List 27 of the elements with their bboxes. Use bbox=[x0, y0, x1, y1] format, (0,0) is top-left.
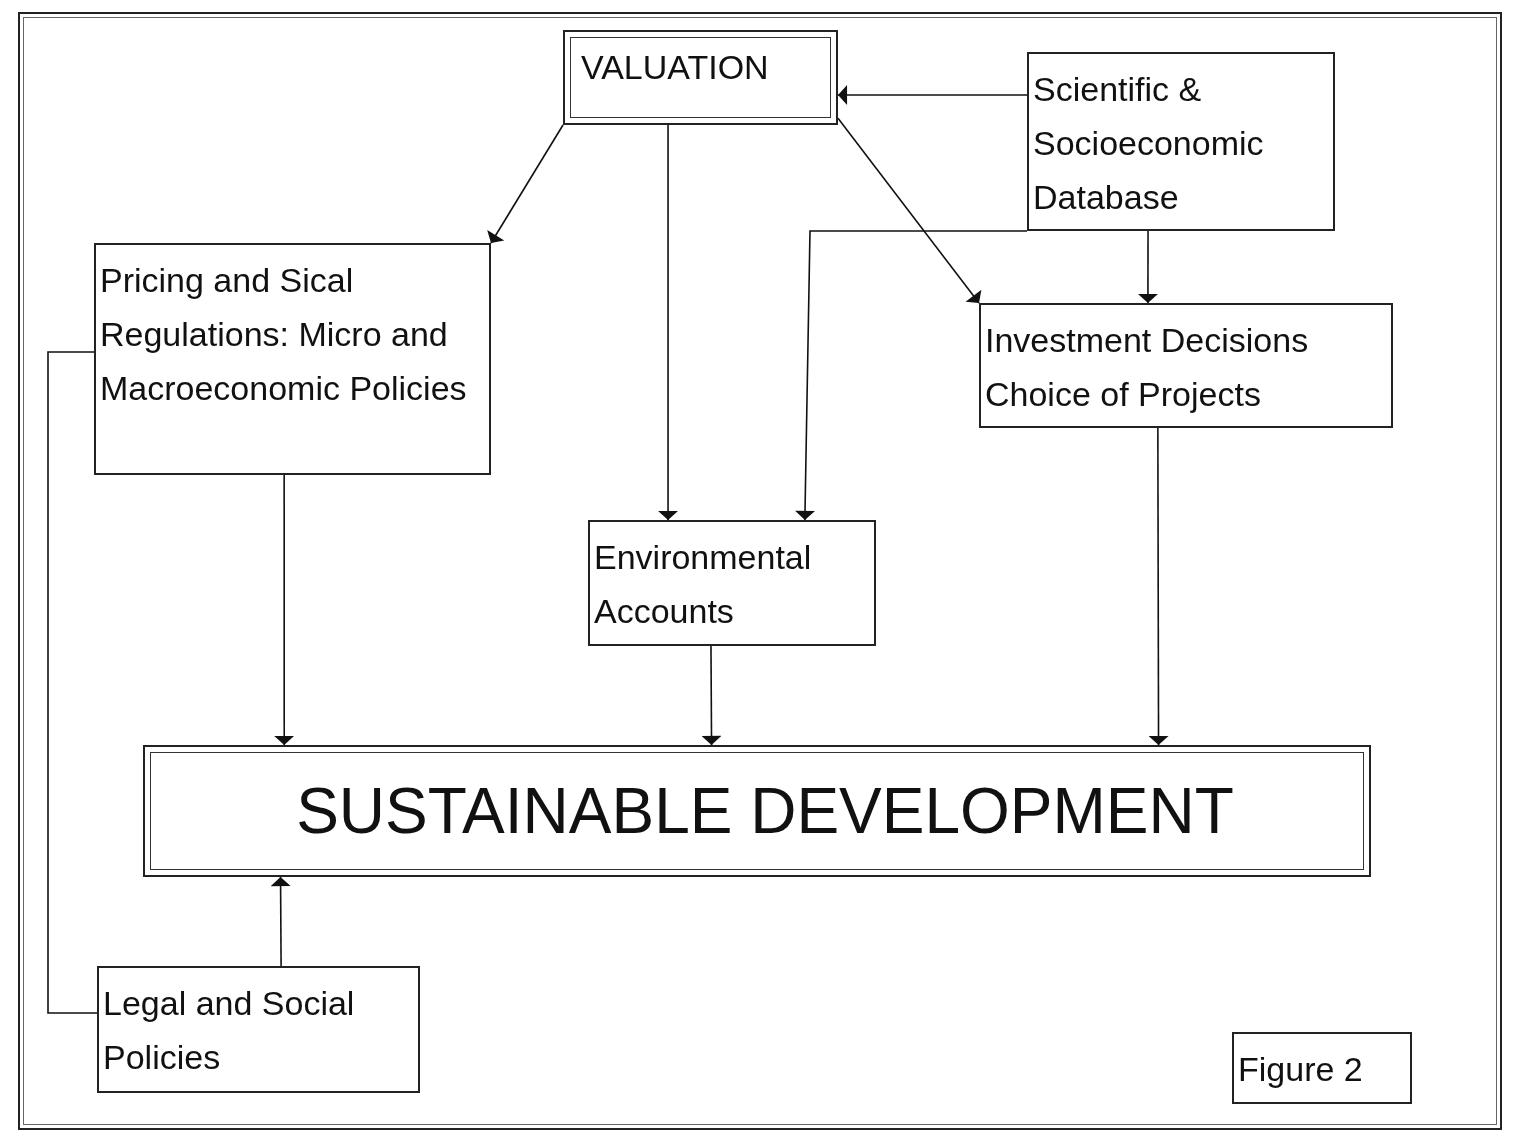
arrow bbox=[701, 645, 722, 746]
double-bordered-box bbox=[143, 745, 1371, 877]
arrow bbox=[795, 230, 1028, 521]
arrow bbox=[1137, 230, 1158, 304]
box-label: Figure 2 bbox=[1238, 1049, 1363, 1090]
arrow bbox=[837, 117, 982, 304]
box-label: Pricing and Sical Regulations: Micro and Macroeconomic Policies bbox=[100, 260, 468, 409]
arrow bbox=[658, 124, 679, 521]
box-label: Environmental Accounts bbox=[594, 537, 813, 632]
text-box bbox=[1232, 1032, 1412, 1104]
text-box bbox=[94, 243, 491, 475]
arrow bbox=[1148, 427, 1169, 746]
text-box bbox=[97, 966, 420, 1093]
text-box bbox=[588, 520, 876, 646]
box-label: Legal and Social Policies bbox=[103, 983, 356, 1078]
box-label: Investment Decisions Choice of Projects bbox=[985, 320, 1310, 415]
arrow bbox=[837, 85, 1028, 105]
double-bordered-box bbox=[563, 30, 838, 125]
box-label: Scientific & Socioeconomic Database bbox=[1033, 69, 1265, 218]
title-text: SUSTAINABLE DEVELOPMENT bbox=[296, 776, 1234, 846]
text-box bbox=[1027, 52, 1335, 231]
arrow bbox=[270, 876, 291, 967]
text-box bbox=[979, 303, 1393, 428]
connector-line bbox=[47, 351, 98, 1014]
box-label: VALUATION bbox=[581, 47, 769, 88]
arrow bbox=[487, 124, 564, 244]
arrow bbox=[274, 474, 295, 746]
